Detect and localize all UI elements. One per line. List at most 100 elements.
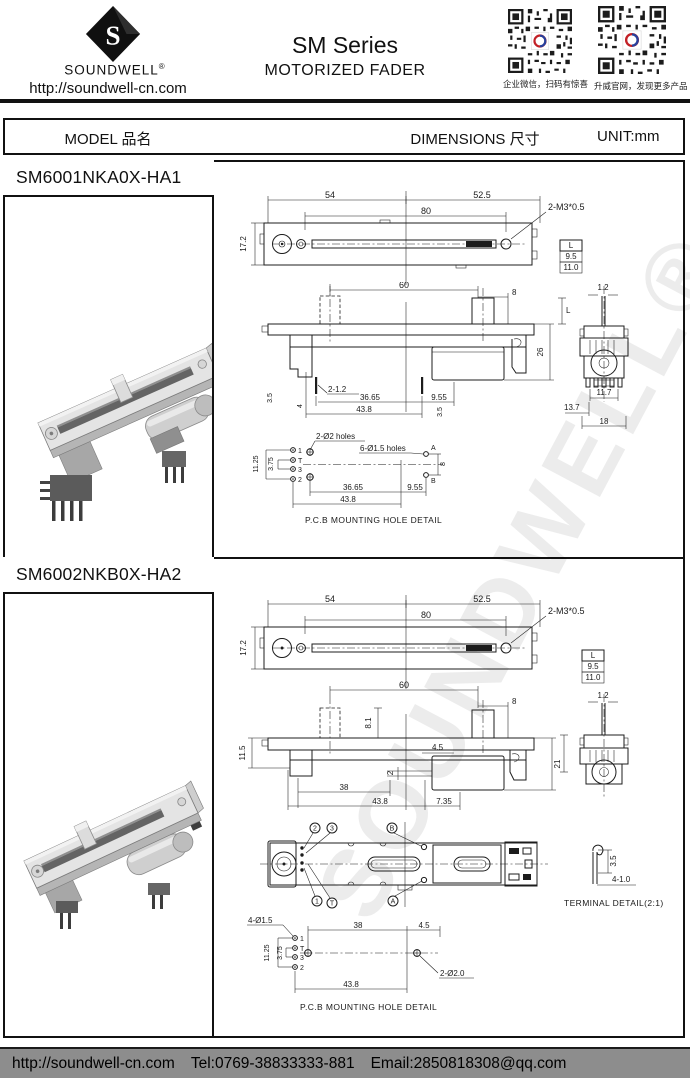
qr-caption-wechat: 企业微信，扫码有惊喜 bbox=[503, 79, 589, 89]
terminal-callout: B bbox=[390, 826, 395, 833]
drawing-top-view-2: 54 52.5 80 2-M3*0.5 17.2 bbox=[239, 594, 605, 689]
dim-label: 17.2 bbox=[239, 236, 248, 252]
drawing-terminal-detail: 3.5 4-1.0 TERMINAL DETAIL(2:1) bbox=[564, 844, 663, 908]
dim-label: 3.75 bbox=[268, 457, 275, 471]
series-title: SM Series bbox=[291, 32, 399, 58]
dim-label: 8 bbox=[440, 462, 447, 466]
dim-label: 7.35 bbox=[436, 797, 452, 806]
dim-label: 43.8 bbox=[343, 980, 359, 989]
s2-end-view: 1.2 bbox=[560, 691, 629, 798]
s1-side-dims-top: 60 8 L bbox=[329, 282, 571, 325]
column-divider bbox=[212, 160, 214, 1038]
fader-pins-2 bbox=[56, 883, 170, 929]
point-label: B bbox=[431, 478, 436, 485]
content-frame bbox=[3, 160, 685, 1038]
pin-label: 3 bbox=[298, 467, 302, 474]
section-divider bbox=[3, 557, 685, 559]
s2-top-body bbox=[259, 595, 538, 689]
header-url: http://soundwell-cn.com bbox=[29, 80, 187, 97]
dim-label: 4.5 bbox=[418, 921, 430, 930]
series-subtitle: MOTORIZED FADER bbox=[264, 62, 426, 79]
dim-label: 60 bbox=[399, 680, 409, 690]
terminal-detail: 3.5 4-1.0 TERMINAL DETAIL(2:1) bbox=[564, 844, 663, 908]
thread-callout: 2-M3*0.5 bbox=[548, 202, 585, 212]
hole-callout: 4-Ø1.5 bbox=[248, 916, 273, 925]
dim-label: 3.75 bbox=[277, 946, 284, 960]
dim-label: 1.2 bbox=[597, 691, 609, 700]
dim-label: 18 bbox=[600, 417, 609, 426]
l-table-cell: 9.5 bbox=[587, 662, 599, 671]
soundwell-logo: S bbox=[85, 5, 141, 63]
dim-label: 9.55 bbox=[407, 483, 423, 492]
dim-label: 43.8 bbox=[356, 405, 372, 414]
drawing-side-view-2: 60 8 8.1 11.5 bbox=[238, 680, 629, 810]
fader-pins-1 bbox=[40, 451, 186, 521]
footer-tel: Tel:0769-38833333-881 bbox=[190, 1054, 355, 1072]
drawing-bottom-view-2: 2 3 B 1 T A bbox=[260, 822, 548, 909]
col-model: MODEL 品名 bbox=[64, 131, 152, 148]
qr-code-wechat bbox=[508, 9, 572, 73]
col-dimensions: DIMENSIONS 尺寸 bbox=[410, 131, 540, 148]
table-header-row bbox=[3, 118, 685, 155]
pin-label: 1 bbox=[300, 936, 304, 943]
dim-label: 13.7 bbox=[564, 403, 580, 412]
model-name-2: SM6002NKB0X-HA2 bbox=[16, 564, 182, 584]
dim-label: 4.5 bbox=[432, 743, 444, 752]
dim-label: 4-1.0 bbox=[612, 875, 631, 884]
footer-bar: http://soundwell-cn.com Tel:0769-3883333… bbox=[0, 1047, 690, 1078]
dim-label: 52.5 bbox=[473, 190, 491, 200]
l-table-header: L bbox=[591, 651, 596, 660]
drawing-pcb-detail-1: 2-Ø2 holes 6-Ø1.5 holes 1 T 3 2 11.25 3.… bbox=[253, 432, 447, 525]
dim-label: 4 bbox=[297, 404, 304, 408]
dim-label: L bbox=[566, 306, 571, 315]
s1-side-body bbox=[261, 284, 535, 412]
dim-label: 11.5 bbox=[238, 745, 247, 761]
dim-label: 80 bbox=[421, 610, 431, 620]
dim-label: 60 bbox=[399, 282, 409, 290]
pin-label: 2 bbox=[300, 965, 304, 972]
col-unit: UNIT:mm bbox=[597, 128, 660, 145]
s2-side-dims-top: 60 8 8.1 bbox=[329, 680, 517, 738]
dim-label: 54 bbox=[325, 190, 335, 200]
dim-label: 3.5 bbox=[437, 407, 444, 417]
s1-top-dims: 54 52.5 80 2-M3*0.5 17.2 bbox=[239, 190, 585, 266]
footer-url: http://soundwell-cn.com bbox=[12, 1054, 175, 1072]
dim-label: 17.2 bbox=[239, 640, 248, 656]
dim-label: 80 bbox=[421, 206, 431, 216]
hole-callout: 2-Ø2 holes bbox=[316, 432, 355, 441]
hole-callout: 2-Ø2.0 bbox=[440, 969, 465, 978]
s2-top-dims: 54 52.5 80 2-M3*0.5 17.2 bbox=[239, 594, 585, 670]
s1-side-dims-bottom: 2-1.2 36.65 9.55 43.8 3.5 4 3.5 26 bbox=[267, 323, 554, 418]
header-divider bbox=[0, 99, 690, 103]
terminal-callout: T bbox=[330, 901, 335, 908]
pin-label: 1 bbox=[298, 448, 302, 455]
dim-label: 8 bbox=[512, 697, 517, 706]
dim-label: 36.65 bbox=[343, 483, 364, 492]
model-name-1: SM6001NKA0X-HA1 bbox=[16, 167, 182, 187]
footer-email: Email:2850818308@qq.com bbox=[370, 1054, 567, 1072]
s2-side-dims-bottom: 11.5 4.5 2 38 43.8 7.35 21 bbox=[238, 737, 562, 810]
dim-label: 3.5 bbox=[267, 393, 274, 403]
pin-label: T bbox=[300, 946, 305, 953]
dim-label: 38 bbox=[354, 921, 363, 930]
dim-label: 43.8 bbox=[372, 797, 388, 806]
terminal-callout: 3 bbox=[330, 826, 334, 833]
dim-label: 1.2 bbox=[597, 283, 609, 292]
qr-code-website bbox=[598, 6, 666, 74]
pin-label: T bbox=[298, 458, 303, 465]
dim-label: 26 bbox=[536, 347, 545, 356]
terminal-callout: 1 bbox=[315, 899, 319, 906]
dim-label: 3.5 bbox=[609, 855, 618, 867]
dim-label: 2 bbox=[386, 770, 395, 775]
product-photo-fader-1 bbox=[37, 343, 212, 521]
logo-letter: S bbox=[105, 21, 120, 51]
s2-L-table: L 9.5 11.0 bbox=[581, 649, 605, 684]
dim-label: 21 bbox=[553, 759, 562, 768]
pin-label: 3 bbox=[300, 955, 304, 962]
dim-label: 36.65 bbox=[360, 393, 381, 402]
pcb-caption: P.C.B MOUNTING HOLE DETAIL bbox=[300, 1002, 437, 1012]
dim-label: 38 bbox=[340, 783, 349, 792]
thread-callout: 2-M3*0.5 bbox=[548, 606, 585, 616]
dim-label: 11.25 bbox=[253, 455, 260, 472]
dim-label: 2-1.2 bbox=[328, 385, 347, 394]
